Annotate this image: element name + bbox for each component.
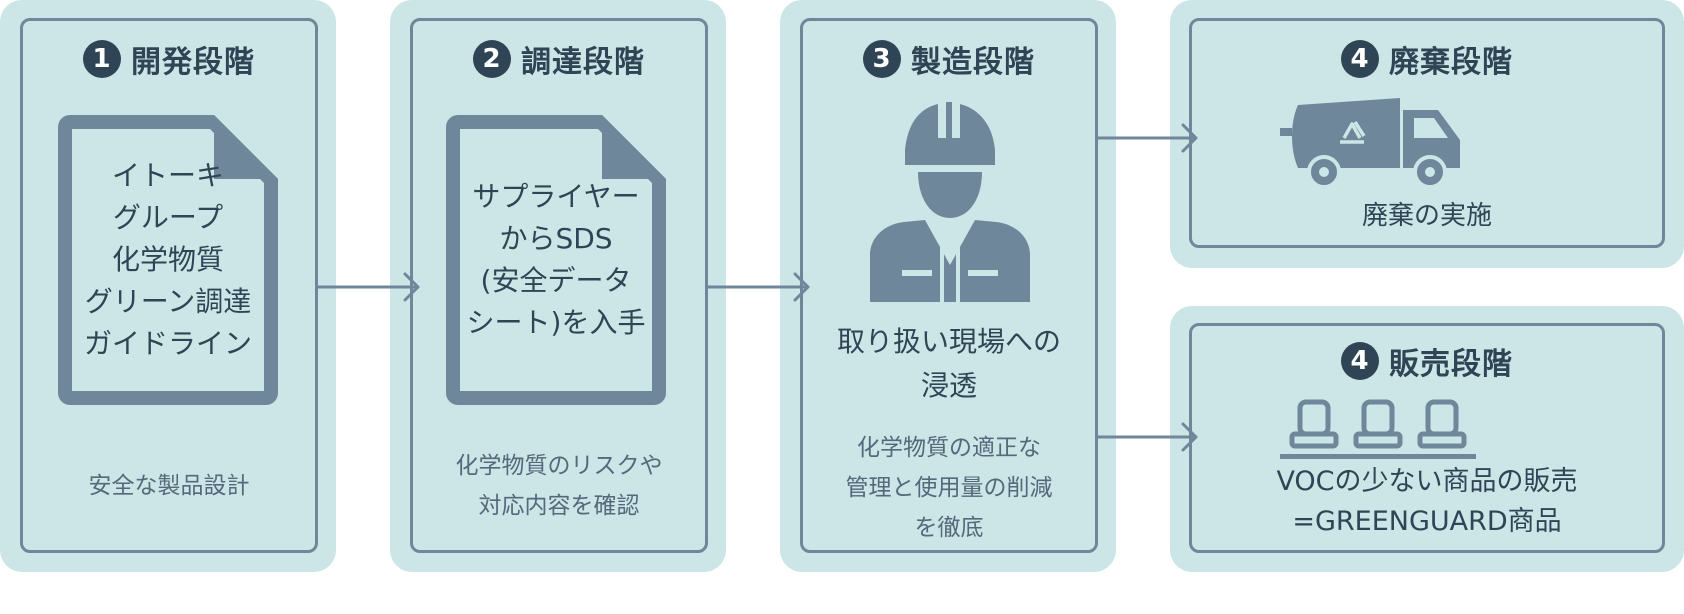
stage-4-sales-title: 4 販売段階 <box>1189 338 1665 384</box>
stage-2-title: 2 調達段階 <box>410 36 708 82</box>
stage-3-title: 3 製造段階 <box>800 36 1098 82</box>
stage-4-sales-caption: VOCの少ない商品の販売 =GREENGUARD商品 <box>1276 466 1578 537</box>
stage-1-doc-text: イトーキ グループ 化学物質 グリーン調達 ガイドライン <box>83 159 252 360</box>
stage-4-disposal-number: 4 <box>1341 40 1379 78</box>
stage-2-title-text: 調達段階 <box>521 45 645 80</box>
stage-1-number: 1 <box>83 40 121 78</box>
stage-2-doc-text: サプライヤー からSDS (安全データ シート)を入手 <box>466 180 646 339</box>
stage-3-caption: 化学物質の適正な 管理と使用量の削減 を徹底 <box>845 435 1053 541</box>
stage-3-main-caption: 取り扱い現場への 浸透 <box>836 325 1061 402</box>
stage-3-title-text: 製造段階 <box>911 45 1035 80</box>
stage-1-title: 1 開発段階 <box>20 36 318 82</box>
stage-4-disposal-title: 4 廃棄段階 <box>1189 36 1665 82</box>
stage-1-title-text: 開発段階 <box>131 45 255 80</box>
stage-4-disposal-caption: 廃棄の実施 <box>1361 201 1492 231</box>
stage-1-caption: 安全な製品設計 <box>88 473 250 499</box>
stage-2-caption: 化学物質のリスクや 対応内容を確認 <box>455 453 663 519</box>
stage-2-number: 2 <box>473 40 511 78</box>
stage-4-sales-title-text: 販売段階 <box>1389 347 1513 382</box>
stage-4-disposal-title-text: 廃棄段階 <box>1389 45 1513 80</box>
stage-3-number: 3 <box>863 40 901 78</box>
stage-4-sales-number: 4 <box>1341 342 1379 380</box>
